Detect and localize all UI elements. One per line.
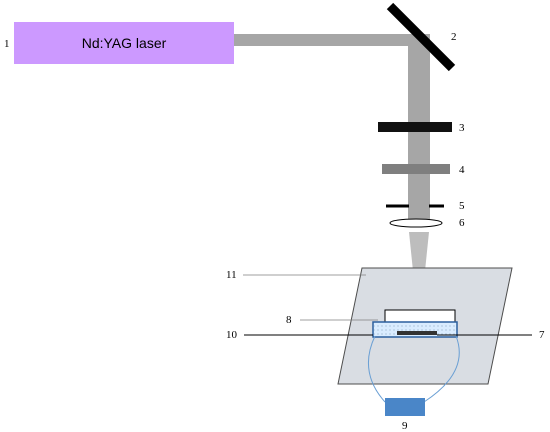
filter-4 bbox=[382, 164, 450, 174]
detector bbox=[385, 398, 425, 416]
label-6: 6 bbox=[459, 217, 465, 229]
sample-cover bbox=[384, 309, 456, 323]
label-7: 7 bbox=[539, 329, 545, 341]
label-3: 3 bbox=[459, 122, 465, 134]
label-9: 9 bbox=[402, 420, 408, 432]
label-8: 8 bbox=[286, 314, 292, 326]
label-5: 5 bbox=[459, 200, 465, 212]
label-10: 10 bbox=[226, 329, 238, 341]
mirror bbox=[386, 2, 456, 72]
label-1: 1 bbox=[4, 38, 10, 50]
laser-label: Nd:YAG laser bbox=[82, 35, 167, 51]
label-2: 2 bbox=[451, 31, 457, 43]
label-11: 11 bbox=[226, 269, 237, 281]
wire-left bbox=[368, 335, 386, 403]
label-4: 4 bbox=[459, 164, 465, 176]
nd-yag-laser bbox=[14, 22, 234, 64]
target-substrate bbox=[397, 331, 437, 335]
lens bbox=[389, 218, 443, 228]
filter-3 bbox=[378, 122, 452, 132]
wire-right bbox=[423, 335, 460, 403]
beam-horizontal bbox=[234, 34, 430, 46]
